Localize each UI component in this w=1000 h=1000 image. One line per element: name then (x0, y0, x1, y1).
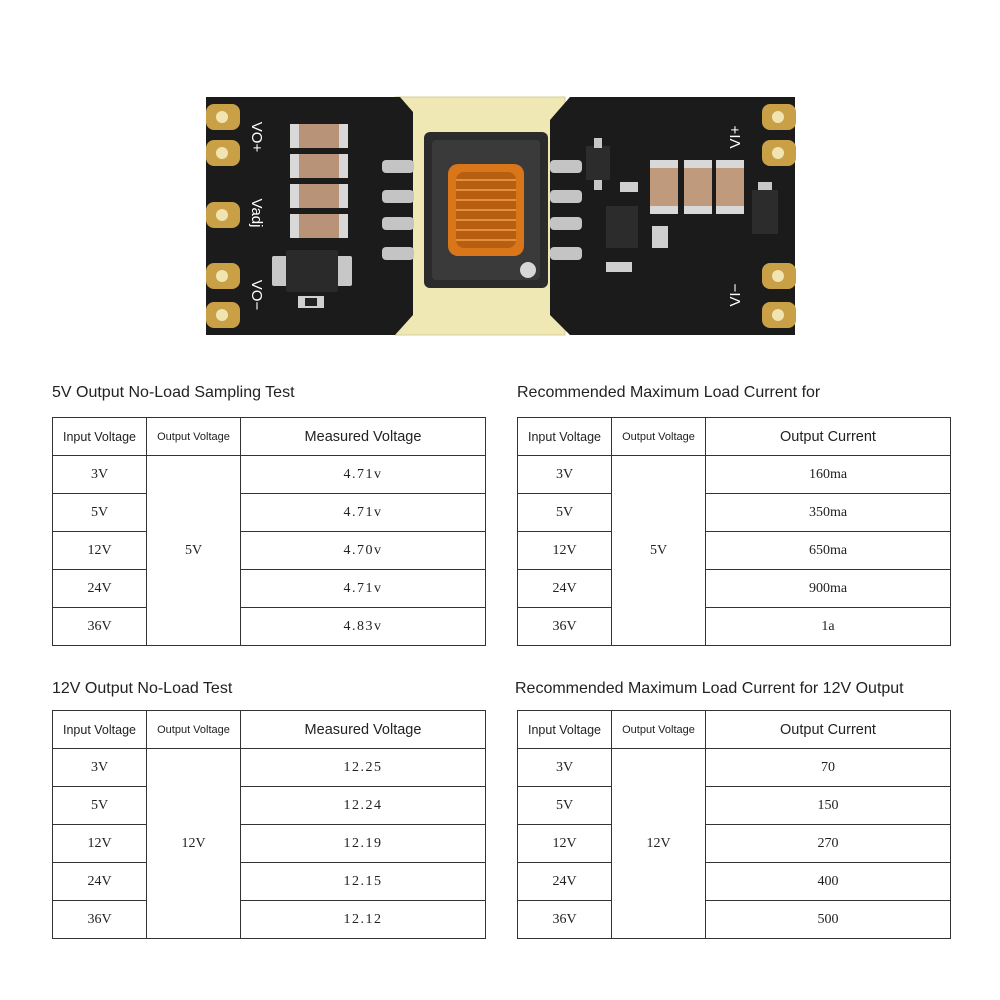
label-vo-plus: VO+ (248, 122, 265, 153)
cell-value: 12.15 (240, 862, 486, 901)
table-title-5v-load: Recommended Maximum Load Current for (517, 384, 821, 401)
table-5v-load: Input Voltage Output Voltage Output Curr… (517, 417, 951, 646)
cell-input: 12V (517, 824, 612, 863)
right-diode (752, 190, 778, 234)
header-output-current: Output Current (705, 710, 951, 749)
cell-output-merged: 5V (611, 455, 706, 646)
cell-value: 400 (705, 862, 951, 901)
cell-input: 3V (52, 455, 147, 494)
cell-value: 12.25 (240, 748, 486, 787)
header-output-voltage: Output Voltage (146, 417, 241, 456)
table-12v-load: Input Voltage Output Voltage Output Curr… (517, 710, 951, 939)
cell-value: 70 (705, 748, 951, 787)
header-input-voltage: Input Voltage (517, 710, 612, 749)
cell-input: 36V (517, 900, 612, 939)
cell-value: 160ma (705, 455, 951, 494)
right-resistor-2 (652, 226, 668, 248)
cell-input: 3V (517, 748, 612, 787)
table-title-12v-noload: 12V Output No-Load Test (52, 680, 233, 697)
right-resistor-3 (606, 262, 632, 272)
cell-input: 12V (517, 531, 612, 570)
table-12v-noload: Input Voltage Output Voltage Measured Vo… (52, 710, 486, 939)
transformer-pins-left (382, 160, 414, 260)
cell-value: 4.71v (240, 493, 486, 532)
table-title-5v-noload: 5V Output No-Load Sampling Test (52, 384, 295, 401)
table-title-12v-load: Recommended Maximum Load Current for 12V… (515, 680, 904, 697)
header-input-voltage: Input Voltage (517, 417, 612, 456)
cell-input: 3V (517, 455, 612, 494)
label-vadj: Vadj (248, 199, 265, 228)
cell-value: 4.71v (240, 569, 486, 608)
cell-input: 3V (52, 748, 147, 787)
left-diode-body (286, 250, 338, 292)
label-vi-minus: VI− (727, 283, 744, 306)
cell-output-merged: 5V (146, 455, 241, 646)
transformer-pins-right (550, 160, 582, 260)
cell-value: 4.83v (240, 607, 486, 646)
header-output-current: Output Current (705, 417, 951, 456)
cell-input: 5V (52, 786, 147, 825)
header-output-voltage: Output Voltage (611, 417, 706, 456)
header-input-voltage: Input Voltage (52, 417, 147, 456)
cell-input: 24V (52, 569, 147, 608)
label-vo-minus: VO− (248, 280, 265, 311)
cell-value: 1a (705, 607, 951, 646)
right-ic (606, 206, 638, 248)
cell-value: 270 (705, 824, 951, 863)
cell-input: 24V (517, 569, 612, 608)
cell-input: 36V (52, 607, 147, 646)
cell-input: 24V (517, 862, 612, 901)
cell-input: 5V (517, 786, 612, 825)
header-input-voltage: Input Voltage (52, 710, 147, 749)
label-vi-plus: VI+ (727, 125, 744, 148)
cell-input: 12V (52, 531, 147, 570)
cell-input: 36V (517, 607, 612, 646)
cell-value: 350ma (705, 493, 951, 532)
cell-input: 24V (52, 862, 147, 901)
cell-value: 150 (705, 786, 951, 825)
transformer-screw (520, 262, 536, 278)
right-transistor (586, 146, 610, 180)
right-capacitors (650, 160, 744, 214)
header-measured-voltage: Measured Voltage (240, 417, 486, 456)
cell-value: 12.19 (240, 824, 486, 863)
cell-value: 4.71v (240, 455, 486, 494)
cell-output-merged: 12V (146, 748, 241, 939)
header-output-voltage: Output Voltage (611, 710, 706, 749)
cell-input: 5V (517, 493, 612, 532)
cell-value: 900ma (705, 569, 951, 608)
cell-input: 36V (52, 900, 147, 939)
cell-value: 4.70v (240, 531, 486, 570)
pcb-module-image: VO+ Vadj VO− VI+ VI− (206, 96, 796, 336)
right-resistor-1 (620, 182, 638, 192)
cell-value: 650ma (705, 531, 951, 570)
cell-input: 12V (52, 824, 147, 863)
header-output-voltage: Output Voltage (146, 710, 241, 749)
cell-value: 12.12 (240, 900, 486, 939)
pcb-right-section (550, 97, 795, 335)
cell-input: 5V (52, 493, 147, 532)
left-pads (206, 104, 240, 328)
right-pads (762, 104, 796, 328)
left-capacitors (290, 124, 348, 238)
cell-output-merged: 12V (611, 748, 706, 939)
header-measured-voltage: Measured Voltage (240, 710, 486, 749)
cell-value: 12.24 (240, 786, 486, 825)
table-5v-noload: Input Voltage Output Voltage Measured Vo… (52, 417, 486, 646)
cell-value: 500 (705, 900, 951, 939)
